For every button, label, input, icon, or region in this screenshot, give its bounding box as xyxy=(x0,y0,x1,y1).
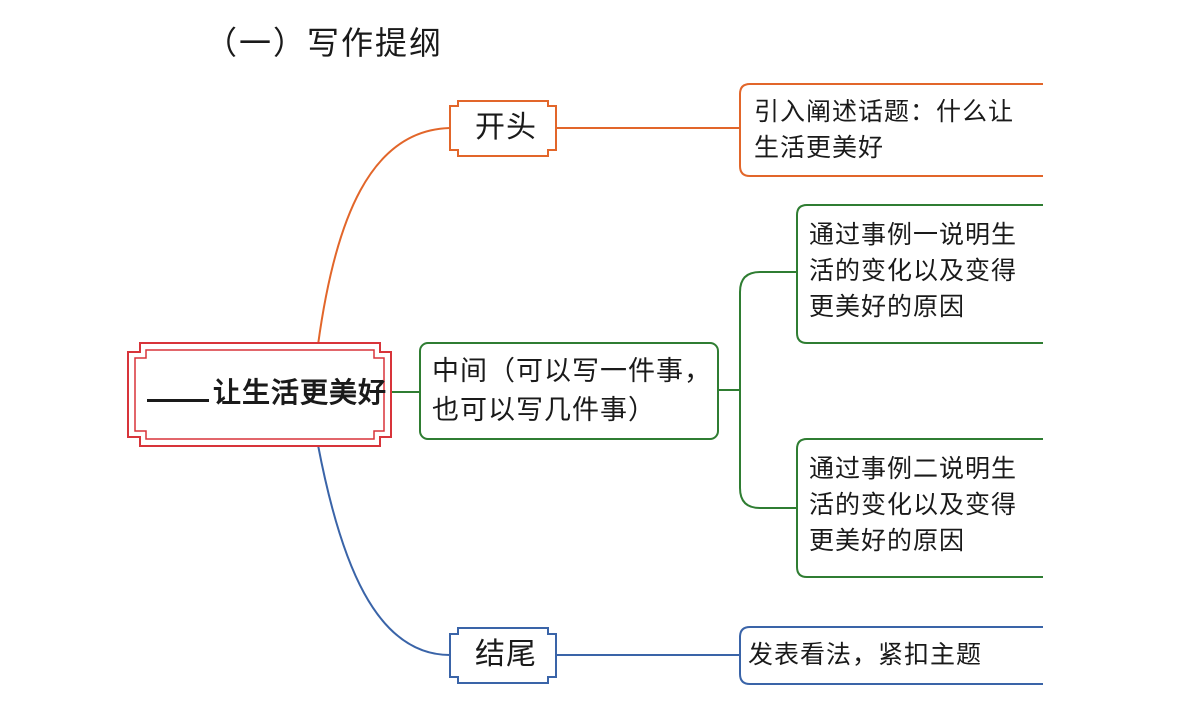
opening-detail-line-1: 引入阐述话题：什么让 xyxy=(754,97,1015,126)
root-frame xyxy=(127,342,392,447)
opening-detail-line-2: 生活更美好 xyxy=(754,133,885,162)
opening-frame xyxy=(449,100,557,157)
middle-detail-frame-2 xyxy=(796,438,1043,578)
page-title: （一）写作提纲 xyxy=(205,24,444,62)
opening-label: 开头 xyxy=(475,110,537,145)
ending-detail: 发表看法，紧扣主题 xyxy=(748,637,982,673)
connector-root-ending xyxy=(317,444,451,656)
root-node: 让生活更美好 xyxy=(147,373,387,413)
middle-detail-1-line-1: 通过事例一说明生 xyxy=(809,220,1018,249)
middle-detail-1-line-3: 更美好的原因 xyxy=(809,292,966,321)
middle-label: 中间（可以写一件事， 也可以写几件事） xyxy=(432,352,712,430)
fill-in-blank xyxy=(147,373,209,402)
middle-frame xyxy=(419,342,719,440)
middle-detail-2: 通过事例二说明生 活的变化以及变得 更美好的原因 xyxy=(809,451,1017,559)
middle-detail-frame-1 xyxy=(796,204,1043,344)
middle-label-line-1: 中间（可以写一件事， xyxy=(432,356,712,387)
ending-frame xyxy=(449,627,557,684)
middle-label-line-2: 也可以写几件事） xyxy=(432,395,656,426)
connector-root-opening xyxy=(317,127,451,346)
ending-detail-line-1: 发表看法，紧扣主题 xyxy=(748,640,983,669)
middle-detail-2-line-3: 更美好的原因 xyxy=(809,526,966,555)
opening-detail: 引入阐述话题：什么让 生活更美好 xyxy=(754,94,1014,166)
root-text: 让生活更美好 xyxy=(213,376,388,409)
middle-detail-2-line-1: 通过事例二说明生 xyxy=(809,454,1018,483)
middle-detail-1: 通过事例一说明生 活的变化以及变得 更美好的原因 xyxy=(809,217,1017,325)
ending-label: 结尾 xyxy=(475,637,537,672)
ending-detail-frame xyxy=(739,626,1043,685)
middle-detail-1-line-2: 活的变化以及变得 xyxy=(809,256,1018,285)
connector-middle-detail-2 xyxy=(739,390,797,509)
middle-detail-2-line-2: 活的变化以及变得 xyxy=(809,490,1018,519)
opening-detail-frame xyxy=(739,83,1043,177)
connector-middle-detail-1 xyxy=(739,271,797,390)
